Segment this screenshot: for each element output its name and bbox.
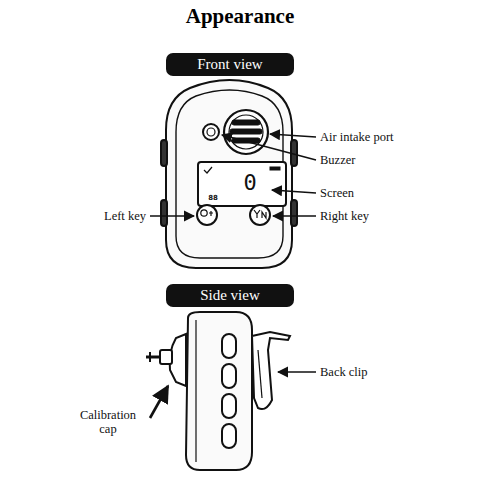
right-key — [250, 205, 270, 225]
part-label: Right key — [320, 209, 369, 223]
screen-reading: 88 — [208, 194, 218, 202]
part-label: Screen — [320, 186, 354, 200]
part-label: Back clip — [320, 365, 368, 379]
screen — [198, 162, 286, 206]
left-key — [197, 205, 217, 225]
part-label: Buzzer — [320, 153, 355, 167]
heading-text: Side view — [200, 287, 260, 303]
leader-lines — [150, 134, 316, 216]
side-buttons — [222, 334, 236, 448]
heading-text: Front view — [197, 56, 262, 72]
screen-reading: 0 — [243, 170, 256, 195]
air-intake-port — [224, 110, 268, 154]
calibration-cap — [146, 334, 186, 386]
view-heading: Side view — [166, 284, 294, 307]
page-title: Appearance — [186, 4, 295, 29]
buzzer — [203, 124, 219, 140]
side-housing — [186, 312, 252, 470]
part-label: Left key — [104, 209, 146, 223]
part-label: Calibration cap — [70, 408, 146, 437]
back-clip — [252, 332, 290, 409]
front-housing — [161, 80, 297, 268]
view-heading: Front view — [166, 53, 294, 76]
part-label: Air intake port — [320, 130, 394, 144]
leader-lines — [150, 372, 316, 418]
